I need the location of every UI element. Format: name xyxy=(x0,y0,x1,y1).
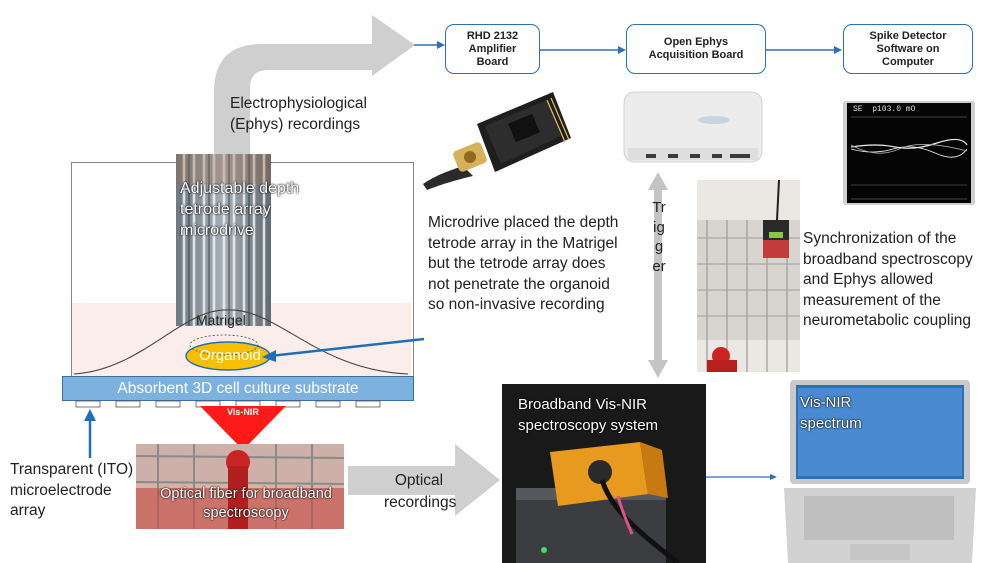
optical-signal-arrow xyxy=(348,444,500,516)
amplifier-board-box: RHD 2132 Amplifier Board xyxy=(445,24,540,74)
beam-label: Vis-NIR xyxy=(227,407,259,417)
matrigel-organoid-drawing xyxy=(73,309,409,375)
matrigel-label: Matrigel xyxy=(196,312,246,328)
optical-fiber-photo xyxy=(136,444,344,529)
microelectrode-pads xyxy=(75,400,381,408)
spike-detector-monitor: SE p103.0 mO xyxy=(843,101,975,205)
amplifier-board-photo xyxy=(415,80,575,190)
tetrode-array-photo xyxy=(176,154,271,326)
transparent-array-label: Transparent (ITO) microelectrode array xyxy=(10,461,134,519)
tetrode-array-label: Adjustable depth tetrode array microdriv… xyxy=(180,180,300,239)
spike-software-label: Spike Detector Software on Computer xyxy=(869,29,947,68)
trigger-label: Trigger xyxy=(652,199,666,275)
sync-setup-photo xyxy=(697,180,800,372)
microdrive-note: Microdrive placed the depth tetrode arra… xyxy=(428,214,619,313)
substrate-bar: Absorbent 3D cell culture substrate xyxy=(62,376,414,401)
spectrum-label: Vis-NIR spectrum xyxy=(800,394,862,432)
acquisition-board-box: Open Ephys Acquisition Board xyxy=(626,24,766,74)
sync-note: Synchronization of the broadband spectro… xyxy=(803,230,973,329)
screen-readout: SE p103.0 mO xyxy=(853,105,916,114)
vis-nir-beam xyxy=(200,406,286,450)
trigger-arrow xyxy=(648,172,668,378)
spectroscopy-system-label: Broadband Vis-NIR spectroscopy system xyxy=(518,396,659,434)
laptop-photo xyxy=(780,380,977,563)
acquisition-board-photo xyxy=(618,84,768,170)
acquisition-board-label: Open Ephys Acquisition Board xyxy=(648,36,744,61)
ephys-recordings-label: Electrophysiological (Ephys) recordings xyxy=(230,95,367,133)
amplifier-board-label: RHD 2132 Amplifier Board xyxy=(466,29,519,68)
substrate-label: Absorbent 3D cell culture substrate xyxy=(117,379,359,397)
spectroscopy-system-photo xyxy=(502,384,706,563)
organoid-label: Organoid xyxy=(199,347,261,364)
optical-recordings-label: Optical recordings xyxy=(384,472,457,511)
spike-software-box: Spike Detector Software on Computer xyxy=(843,24,973,74)
optical-fiber-label: Optical fiber for broadband spectroscopy xyxy=(160,486,332,521)
